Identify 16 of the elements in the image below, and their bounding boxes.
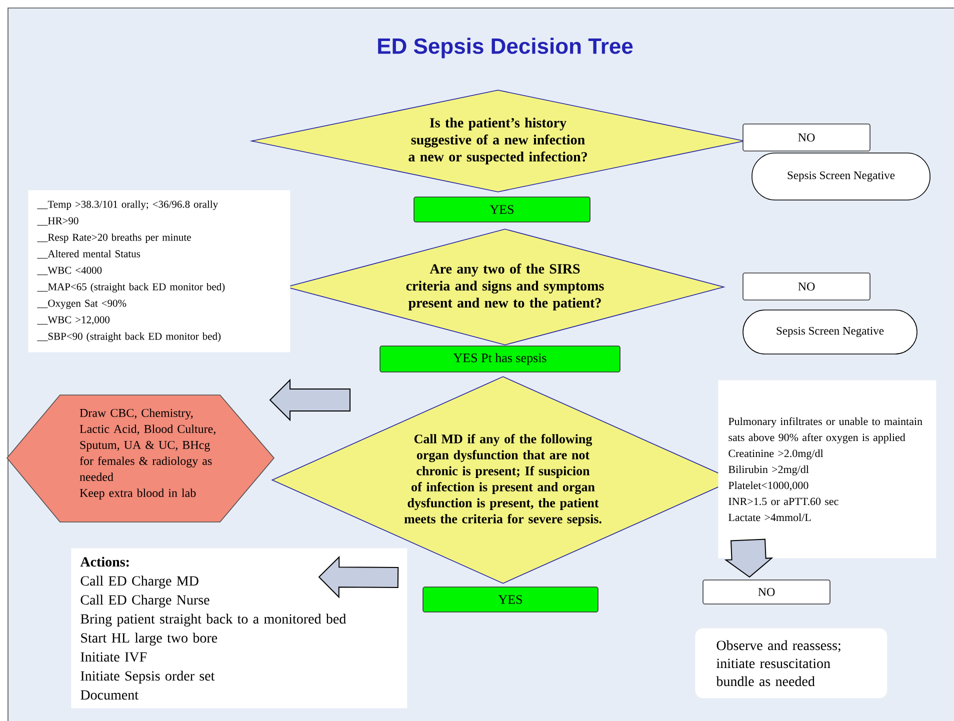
answer-box: NO bbox=[742, 124, 870, 152]
answer-box: YES bbox=[422, 586, 598, 612]
criteria-list: Actions: Call ED Charge MD Call ED Charge Nurse Bring patient straight back to a monitored bed Start HL large two bore Initiate IVF Initiate Sepsis order set Document bbox=[71, 548, 408, 708]
note-box: Observe and reassess; initiate resuscitation bundle as needed bbox=[695, 628, 888, 698]
criteria-list: Pulmonary infiltrates or unable to maintain sats above 90% after oxygen is applied Creatinine >2.0mg/dl Bilirubin >2mg/dl Platelet<1000,000 INR>1.5 or aPTT.60 sec Lactate >4mmol/L bbox=[718, 380, 936, 558]
criteria-list: __Temp >38.3/101 orally; <36/96.8 orally __HR>90 __Resp Rate>20 breaths per minute __Altered mental Status __WBC <4000 __MAP<65 (straight back ED monitor bed) __Oxygen Sat <90% __WBC >12,000 __SBP<90 (straight back ED monitor bed) bbox=[28, 190, 290, 352]
answer-box: NO bbox=[742, 272, 870, 300]
title: ED Sepsis Decision Tree bbox=[378, 38, 633, 58]
answer-box: YES bbox=[414, 196, 590, 222]
result-terminal: Sepsis Screen Negative bbox=[752, 152, 930, 200]
block-arrow bbox=[318, 556, 399, 598]
block-arrow bbox=[269, 378, 350, 422]
result-terminal: Sepsis Screen Negative bbox=[742, 310, 918, 354]
answer-box: NO bbox=[702, 580, 830, 604]
block-arrow bbox=[724, 538, 774, 578]
answer-box: YES Pt has sepsis bbox=[380, 346, 620, 372]
